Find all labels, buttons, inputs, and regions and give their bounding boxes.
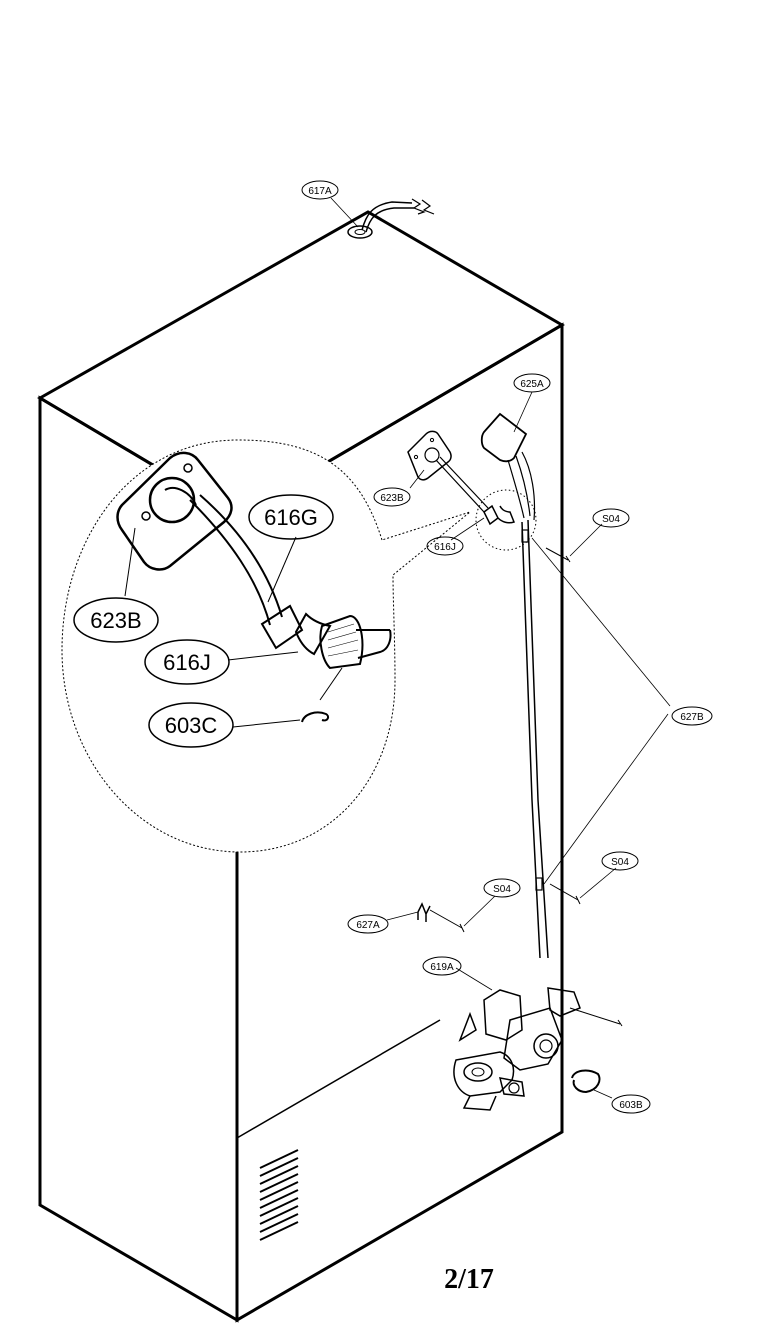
page-number: 2/17 [444, 1264, 494, 1295]
top-grommet-assembly [347, 198, 435, 239]
detail-magnifier-outline [61, 439, 471, 853]
water-valve-assembly [453, 987, 623, 1111]
svg-text:S04: S04 [611, 857, 629, 868]
vent-grille [259, 1149, 299, 1241]
detail-clip [301, 711, 330, 723]
tube-clip-lower [535, 877, 543, 891]
clamp-603B [571, 1069, 601, 1094]
callout-leaders [330, 197, 671, 1099]
label-616J: 616J [163, 650, 211, 675]
callout-S04-mid: S04 [601, 851, 639, 871]
svg-text:616J: 616J [434, 542, 456, 553]
callout-619A: 619A [422, 956, 462, 976]
callout-S04-left: S04 [483, 878, 521, 898]
long-tube [521, 519, 549, 959]
cabinet-rear-face [235, 322, 564, 1323]
detail-callout-623B: 623B [73, 597, 159, 643]
detail-callout-616J: 616J [144, 639, 230, 685]
callout-623B: 623B [373, 487, 411, 507]
callout-617A: 617A [301, 180, 339, 200]
svg-text:619A: 619A [430, 962, 454, 973]
small-bracket [407, 430, 489, 513]
screw-left [429, 909, 465, 933]
svg-text:627A: 627A [356, 920, 380, 931]
svg-text:627B: 627B [680, 712, 704, 723]
label-623B: 623B [90, 608, 141, 633]
screw-mid [549, 883, 581, 905]
callout-625A: 625A [513, 373, 551, 393]
svg-text:623B: 623B [380, 493, 404, 504]
callout-603B: 603B [611, 1094, 651, 1114]
svg-text:625A: 625A [520, 379, 544, 390]
tube-clip-627A [417, 902, 431, 922]
fitting-dotted-ring [475, 489, 537, 551]
detail-callout-616G: 616G [248, 494, 334, 540]
callout-627B: 627B [671, 706, 713, 726]
svg-text:S04: S04 [602, 514, 620, 525]
svg-text:617A: 617A [308, 186, 332, 197]
svg-text:S04: S04 [493, 884, 511, 895]
small-fitting [483, 504, 515, 526]
svg-text:603B: 603B [619, 1100, 643, 1111]
tube-clip-upper [521, 529, 529, 543]
grommet [347, 225, 373, 239]
callout-616J: 616J [426, 536, 464, 556]
callout-S04-top: S04 [592, 508, 630, 528]
detail-callout-603C: 603C [148, 702, 234, 748]
screw-top [545, 547, 571, 563]
compartment-divider [236, 1019, 441, 1139]
callout-627A: 627A [347, 914, 389, 934]
detail-mounting-bracket [116, 451, 233, 571]
control-box [480, 412, 536, 521]
label-603C: 603C [165, 713, 218, 738]
detail-leaders [124, 527, 343, 728]
detail-tube [189, 494, 283, 626]
detail-elbow-fitting [260, 604, 392, 670]
label-616G: 616G [264, 505, 318, 530]
rear-water-line-parts [407, 412, 623, 1111]
supply-tube [361, 201, 414, 233]
